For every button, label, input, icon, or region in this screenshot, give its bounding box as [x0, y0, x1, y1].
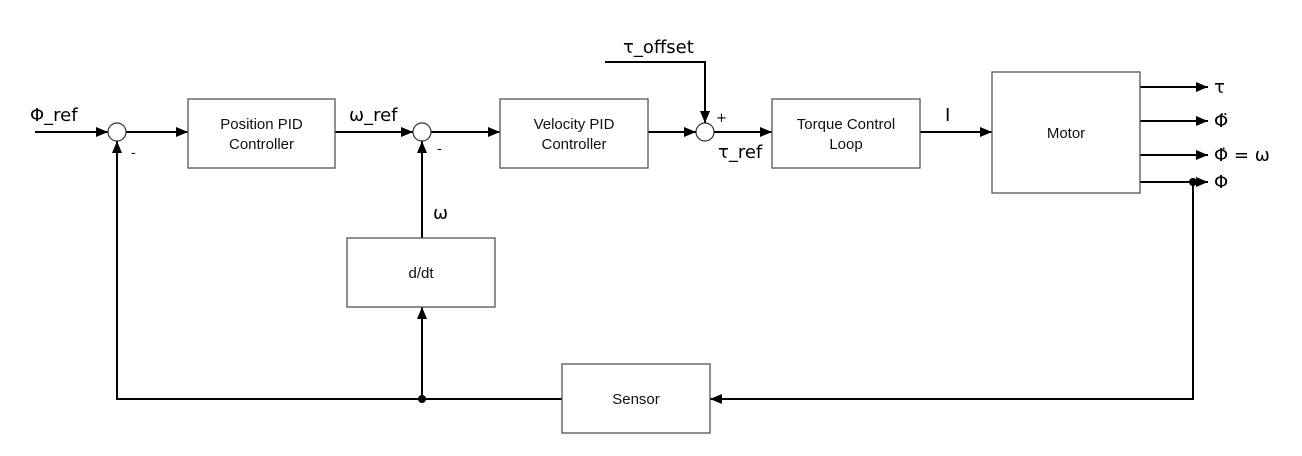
sign-minus-2: - — [437, 142, 442, 157]
signal-tau-ref: τ_ref — [718, 142, 763, 163]
sign-plus-3: + — [716, 111, 727, 126]
torque-loop-label-line2: Loop — [829, 136, 862, 153]
block-sensor: Sensor — [561, 363, 711, 434]
output-phi-dot-omega: Φ̇ = ω — [1214, 145, 1270, 166]
torque-loop-label-line1: Torque Control — [797, 116, 895, 133]
block-velocity-pid: Velocity PID Controller — [499, 98, 649, 169]
sign-minus-1: - — [131, 146, 136, 161]
branch-point-phi — [1189, 178, 1197, 186]
wire-feedback-to-sensor — [710, 182, 1194, 404]
block-derivative: d/dt — [346, 237, 496, 308]
sensor-label: Sensor — [612, 391, 660, 408]
velocity-pid-label-line1: Velocity PID — [534, 116, 615, 133]
block-torque-control-loop: Torque Control Loop — [771, 98, 921, 169]
block-motor: Motor — [991, 71, 1141, 194]
motor-label: Motor — [1047, 125, 1085, 142]
branch-point-feedback — [418, 395, 426, 403]
signal-phi-ref: Φ_ref — [30, 105, 78, 126]
output-tau: τ — [1214, 77, 1225, 98]
signal-current: I — [945, 105, 950, 126]
signal-tau-offset: τ_offset — [623, 37, 694, 58]
position-pid-label-line2: Controller — [229, 136, 294, 153]
block-position-pid: Position PID Controller — [187, 98, 336, 169]
wires — [35, 61, 1208, 404]
summing-junction-velocity — [412, 122, 432, 142]
wire-feedback-position — [112, 141, 562, 400]
output-phi-ddot: Φ̈ — [1214, 111, 1228, 132]
velocity-pid-label-line2: Controller — [541, 136, 606, 153]
position-pid-label-line1: Position PID — [220, 116, 303, 133]
output-phi: Φ — [1214, 172, 1228, 193]
wire-tau-offset — [605, 61, 710, 123]
summing-junction-position — [107, 122, 127, 142]
signal-omega-ref: ω_ref — [349, 105, 398, 126]
signal-omega-feedback: ω — [433, 203, 448, 224]
summing-junction-torque — [695, 122, 715, 142]
derivative-label: d/dt — [408, 265, 434, 282]
